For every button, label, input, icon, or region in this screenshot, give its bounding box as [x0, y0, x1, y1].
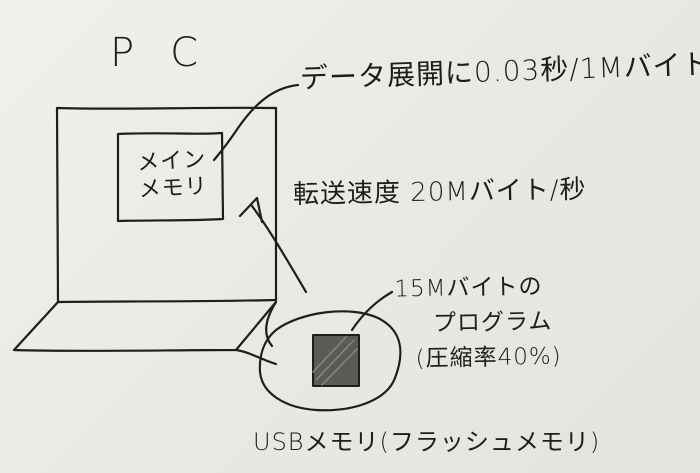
usb-memory-outline [258, 310, 402, 412]
main-memory-label: メイン メモリ [137, 146, 209, 204]
program-pointer-line [350, 290, 394, 332]
decomp-pointer-line [212, 83, 300, 162]
main-memory-label-line2: メモリ [138, 174, 209, 203]
program-label: 15Mバイトの プログラム (圧縮率40%) [394, 270, 562, 378]
transfer-speed-note: 転送速度 20Mバイト/秒 [292, 174, 587, 210]
usb-memory-label: USBメモリ(フラッシュメモリ) [253, 428, 601, 456]
pc-keyboard-base [12, 300, 278, 352]
transfer-arrow [238, 196, 308, 294]
program-block-hatch [312, 336, 358, 386]
program-label-line3: (圧縮率40%) [415, 343, 562, 373]
main-memory-box [116, 131, 225, 223]
pc-monitor-outline [55, 106, 278, 304]
program-label-line2: プログラム [432, 308, 553, 337]
usb-cable [234, 300, 278, 366]
pc-label: PC [110, 30, 235, 76]
main-memory-label-line1: メイン [136, 147, 207, 176]
program-label-line1: 15Mバイトの [394, 273, 543, 303]
